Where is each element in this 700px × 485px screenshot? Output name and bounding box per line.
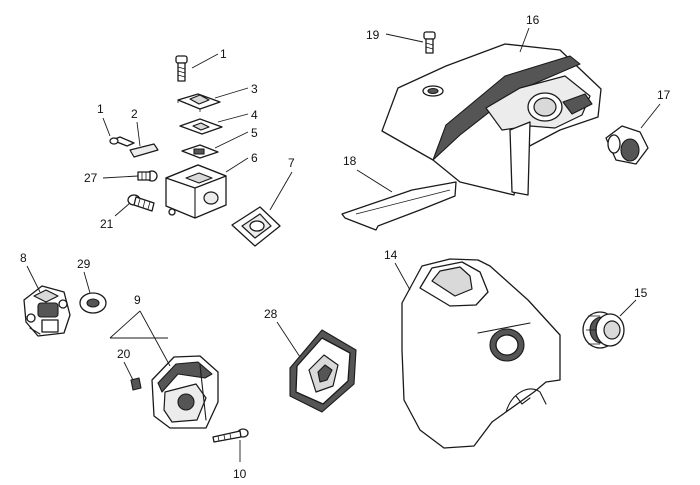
part-screw-10: [212, 428, 249, 443]
callout-5: 5: [251, 126, 258, 140]
part-gasket-7: [231, 206, 281, 247]
callout-4: 4: [251, 108, 258, 122]
callouts: 1 1 2 3 4 5 6 7 8 9 10 14 15 16 17 18 19…: [20, 13, 671, 481]
part-housing-6: [165, 164, 227, 219]
callout-9: 9: [134, 293, 141, 307]
part-air-filter-28: [289, 329, 357, 413]
callout-14: 14: [384, 248, 398, 262]
leader-lines: [26, 27, 661, 462]
callout-2: 2: [131, 107, 138, 121]
callout-6: 6: [251, 151, 258, 165]
callout-28: 28: [264, 307, 278, 321]
part-top-cover-16: [381, 43, 602, 196]
callout-1-left: 1: [97, 102, 104, 116]
callout-18: 18: [343, 154, 357, 168]
callout-16: 16: [526, 13, 540, 27]
part-screw-top: [175, 55, 188, 82]
part-clip-20: [130, 377, 142, 391]
callout-21: 21: [100, 217, 114, 231]
callout-8: 8: [20, 251, 27, 265]
part-plate-5: [181, 144, 219, 159]
part-housing-9: [151, 355, 219, 429]
callout-15: 15: [634, 286, 648, 300]
part-screw-small-left: [109, 136, 135, 147]
part-intake-boot-17: [605, 125, 649, 165]
part-label-18: [341, 181, 457, 231]
callout-29: 29: [77, 257, 91, 271]
part-screw-21: [127, 194, 155, 212]
callout-7: 7: [288, 156, 295, 170]
callout-3: 3: [251, 82, 258, 96]
part-carburetor-8: [23, 285, 71, 337]
part-clip-2: [129, 143, 159, 158]
part-screw-27: [137, 170, 158, 182]
part-screw-19: [423, 31, 436, 54]
callout-17: 17: [657, 88, 671, 102]
part-rear-cover-14: [401, 258, 561, 449]
callout-27: 27: [84, 171, 98, 185]
callout-10: 10: [233, 467, 247, 481]
part-gasket-4: [179, 118, 223, 135]
callout-1-top: 1: [220, 47, 227, 61]
part-grommet-29: [79, 292, 107, 314]
part-cover-plate: [177, 93, 221, 112]
part-knob-15: [582, 311, 625, 349]
callout-19: 19: [366, 28, 380, 42]
callout-20: 20: [117, 347, 131, 361]
